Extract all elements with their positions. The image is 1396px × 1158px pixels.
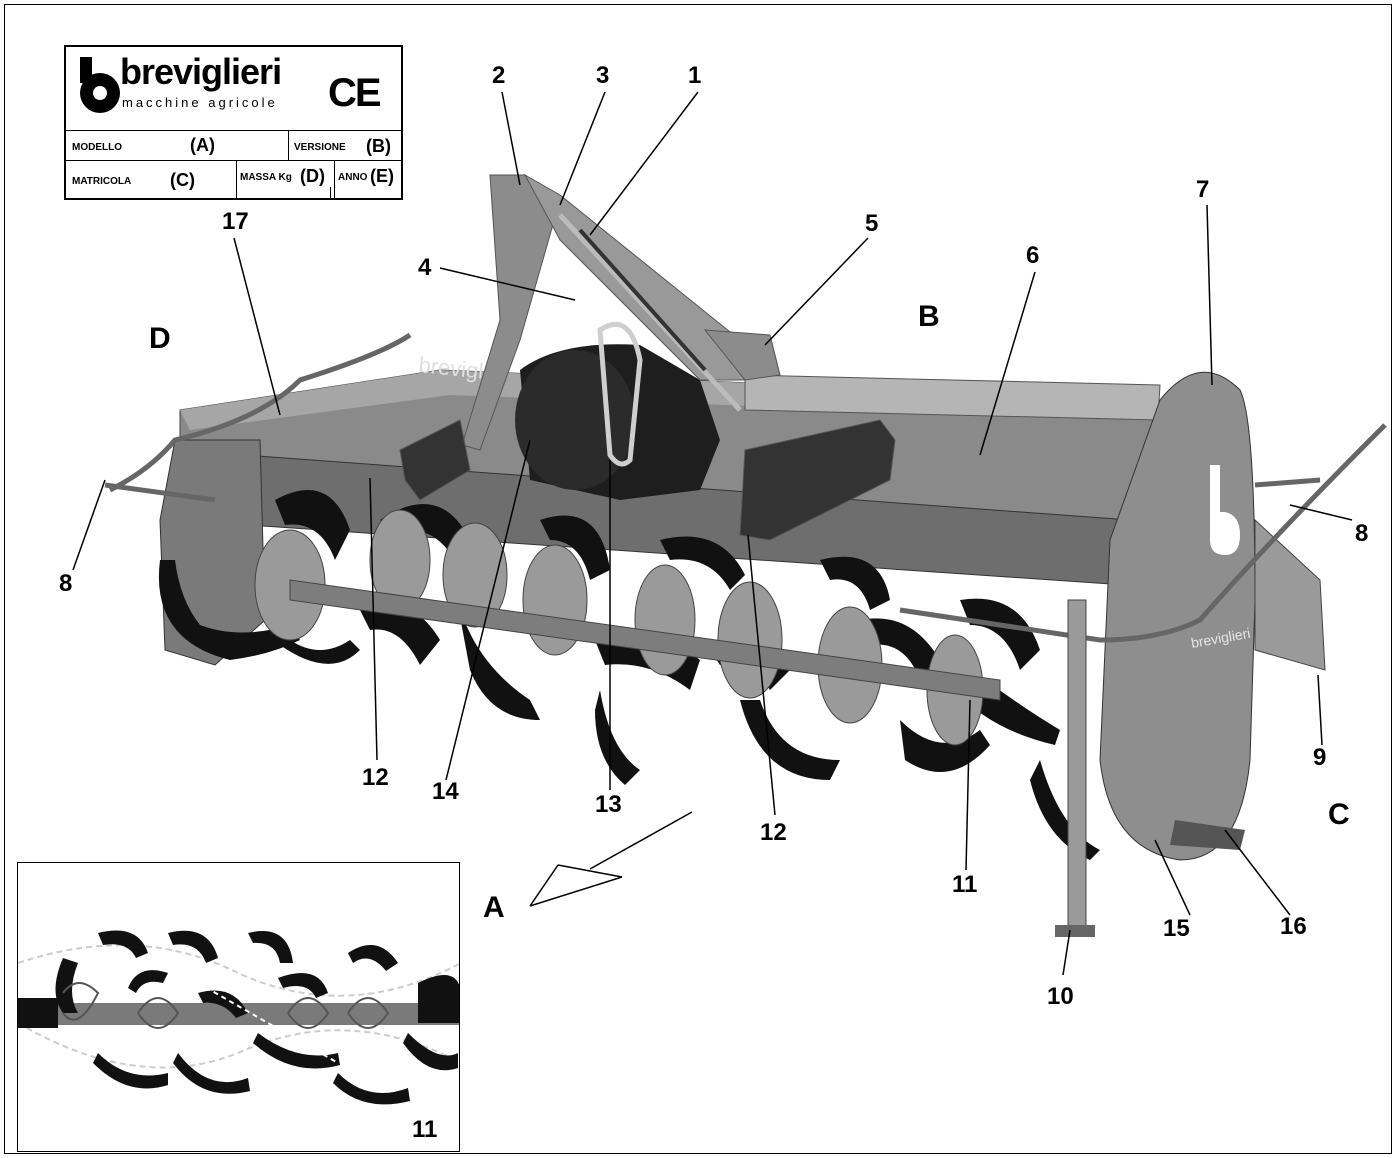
gearbox [515, 321, 720, 500]
massa-label: MASSA Kg [240, 172, 292, 183]
callout-17: 17 [222, 208, 249, 235]
rotor-flanges [254, 509, 1001, 746]
inset-rotor-detail [17, 862, 460, 1152]
callout-3: 3 [596, 62, 610, 89]
callout-6: 6 [1026, 242, 1040, 269]
brand-logo-icon [80, 57, 120, 113]
side-plate [1099, 371, 1326, 861]
callout-8-right: 8 [1355, 520, 1369, 547]
view-label-c: C [1328, 798, 1350, 831]
view-label-d: D [149, 322, 171, 355]
callout-5: 5 [865, 210, 879, 237]
massa-value: (D) [300, 166, 325, 186]
callout-9: 9 [1313, 744, 1327, 771]
anno-value: (E) [370, 166, 394, 186]
callout-14: 14 [432, 778, 459, 805]
callout-2: 2 [492, 62, 506, 89]
plate-subtitle: macchine agricole [122, 95, 278, 110]
callout-1: 1 [688, 62, 702, 89]
matricola-label: MATRICOLA [72, 176, 132, 187]
ce-mark: CE [328, 71, 382, 115]
callout-11-inset: 11 [412, 1116, 438, 1143]
leader-lines [72, 91, 1353, 976]
modello-value: (A) [190, 135, 215, 155]
callout-7: 7 [1196, 176, 1210, 203]
callout-12-left: 12 [362, 764, 389, 791]
identification-plate: breviglieri macchine agricole CE MODELLO… [64, 45, 403, 200]
view-label-a: A [483, 891, 505, 924]
modello-label: MODELLO [72, 142, 122, 153]
plate-divider [66, 160, 401, 161]
anno-label: ANNO [338, 172, 368, 183]
callout-12-right: 12 [760, 819, 787, 846]
versione-value: (B) [366, 136, 391, 156]
callout-13: 13 [595, 791, 622, 818]
page-frame [4, 4, 1392, 1154]
support-leg [1055, 599, 1095, 937]
matricola-value: (C) [170, 170, 195, 190]
callout-11: 11 [952, 871, 978, 898]
callout-8-left: 8 [59, 570, 73, 597]
callout-4: 4 [418, 254, 432, 281]
plate-brand: breviglieri [120, 51, 282, 92]
callout-10: 10 [1047, 983, 1074, 1010]
plate-divider [66, 130, 401, 131]
callout-15: 15 [1163, 915, 1190, 942]
view-label-b: B [918, 300, 940, 333]
bumper-rails [104, 332, 1387, 643]
rotor-detail-illustration [18, 930, 459, 1105]
three-point-hitch [399, 173, 896, 541]
callout-16: 16 [1280, 913, 1307, 940]
versione-label: VERSIONE [294, 142, 346, 153]
